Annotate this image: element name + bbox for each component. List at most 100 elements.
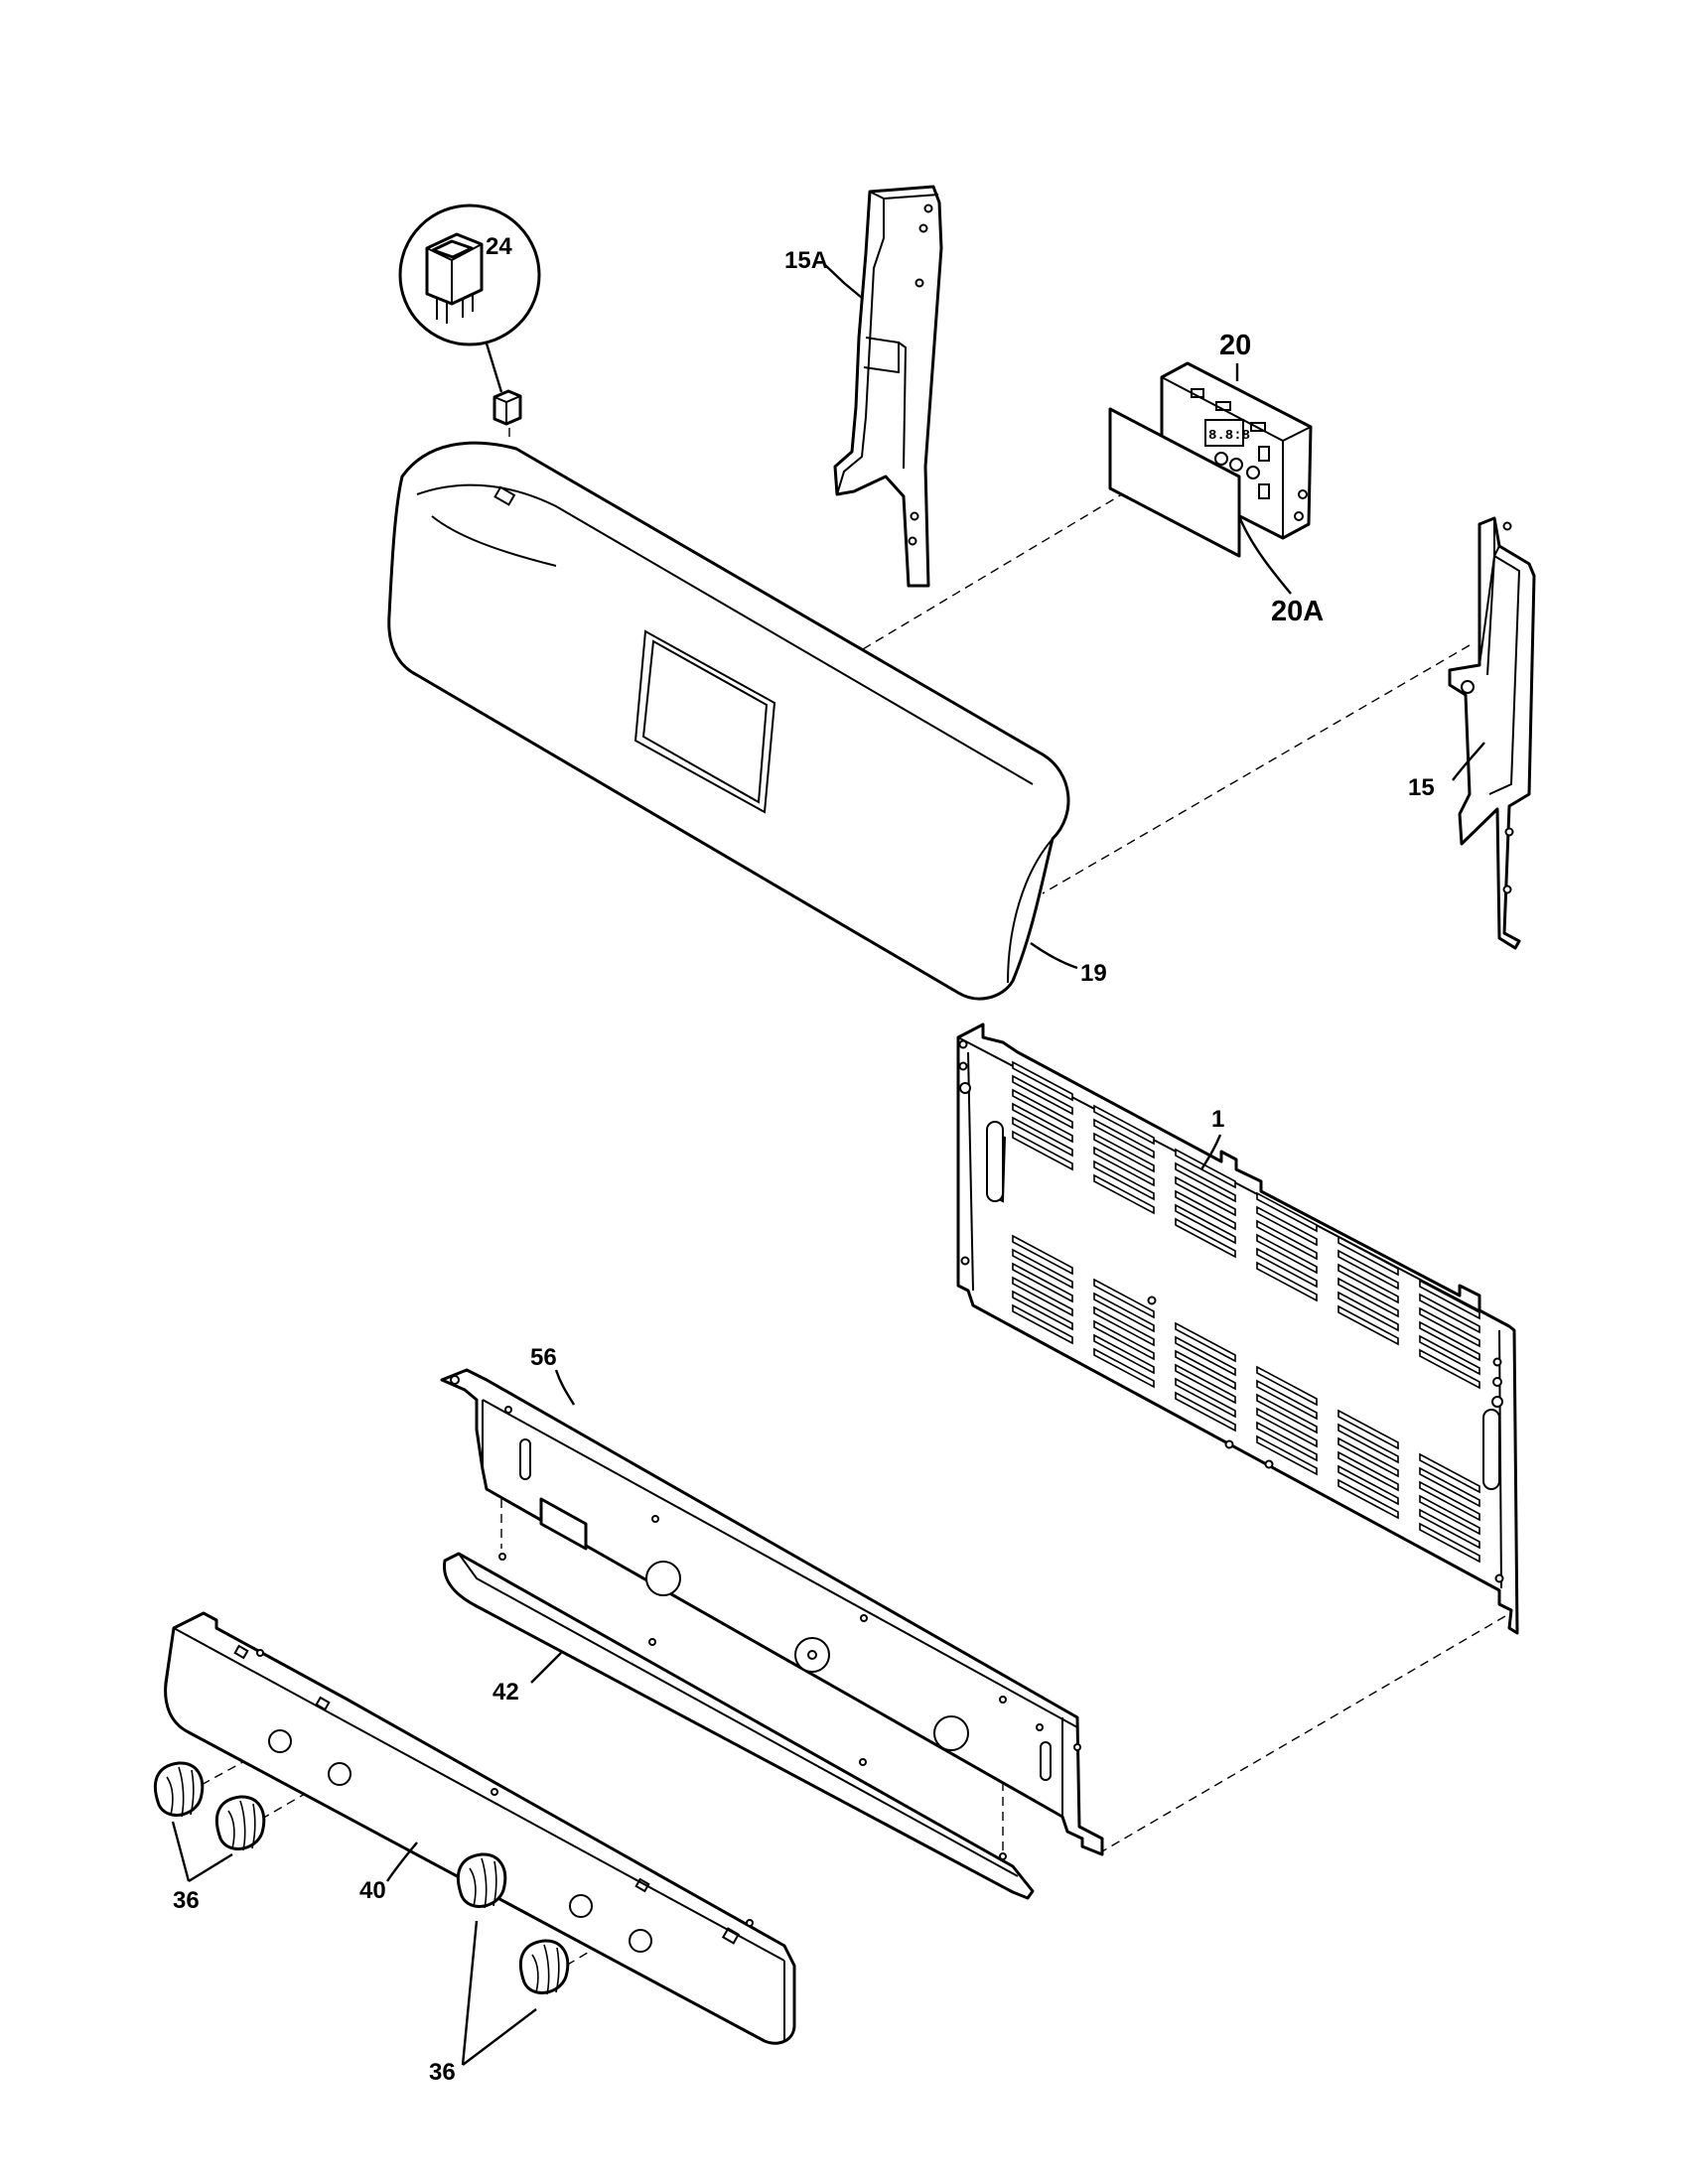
louver-slot xyxy=(1012,1262,1073,1303)
louver-slot xyxy=(1419,1508,1480,1550)
louver-slot xyxy=(1256,1407,1318,1448)
louver-slot xyxy=(1175,1203,1236,1245)
callout-19: 19 xyxy=(1080,960,1107,987)
louver-slot xyxy=(1337,1464,1399,1506)
callout-20A: 20A xyxy=(1271,596,1324,627)
louver-slot xyxy=(1012,1130,1073,1171)
louver-slot xyxy=(1419,1494,1480,1536)
louver-slot xyxy=(1337,1277,1399,1318)
manifold-panel-part-40 xyxy=(164,1611,796,2045)
backguard-panel-part-19 xyxy=(387,441,1070,1001)
louver-slot xyxy=(1012,1303,1073,1345)
louver-slot xyxy=(1256,1191,1318,1233)
callout-15A: 15A xyxy=(784,247,828,274)
louver-slot xyxy=(1012,1234,1073,1276)
louver-slot xyxy=(1175,1217,1236,1259)
louver-slot xyxy=(1093,1118,1155,1160)
svg-text:8.8:8: 8.8:8 xyxy=(1208,428,1250,444)
louver-slot xyxy=(1337,1235,1399,1277)
louver-slot xyxy=(1175,1391,1236,1433)
louver-slot xyxy=(1012,1060,1073,1102)
callout-labels: 24 15A 20 20A 15 19 1 56 42 40 36 36 xyxy=(173,233,1435,2086)
louver-slot xyxy=(1175,1349,1236,1391)
louver-slot xyxy=(1419,1522,1480,1564)
louver-slot xyxy=(1337,1263,1399,1304)
callout-1: 1 xyxy=(1211,1106,1224,1133)
trim-strip-part-42 xyxy=(442,1552,1035,1900)
louver-slot xyxy=(1093,1104,1155,1146)
louver-slot xyxy=(1093,1347,1155,1389)
louver-slot xyxy=(1256,1219,1318,1261)
louver-slot xyxy=(1012,1074,1073,1116)
louver-slot xyxy=(1175,1189,1236,1231)
louver-slot xyxy=(1093,1305,1155,1347)
control-overlay-part-20A xyxy=(1108,407,1241,558)
louver-slot xyxy=(1175,1335,1236,1377)
louver-slot xyxy=(1256,1233,1318,1275)
louver-slot xyxy=(1012,1088,1073,1130)
louver-slot xyxy=(1175,1363,1236,1405)
louver-slot xyxy=(1093,1333,1155,1375)
leader-lines xyxy=(171,263,1485,2066)
callout-36-bottom: 36 xyxy=(429,2059,456,2086)
louver-slot xyxy=(1093,1132,1155,1173)
louver-slot xyxy=(1419,1466,1480,1508)
louver-slot xyxy=(1256,1261,1318,1302)
louver-slot xyxy=(1175,1175,1236,1217)
side-bracket-part-15A xyxy=(833,185,943,588)
louver-slot xyxy=(1256,1247,1318,1289)
knob-part-36-b xyxy=(214,1795,266,1851)
louver-slot xyxy=(1419,1452,1480,1494)
louver-slot xyxy=(1337,1478,1399,1520)
back-panel-part-1 xyxy=(956,1023,1519,1635)
callout-42: 42 xyxy=(492,1679,519,1706)
callout-40: 40 xyxy=(359,1877,386,1904)
louver-slot xyxy=(1337,1450,1399,1492)
louver-slot xyxy=(1012,1116,1073,1158)
knob-part-36-d xyxy=(518,1939,570,1995)
louver-slot xyxy=(1419,1293,1480,1334)
louver-slot xyxy=(1337,1249,1399,1291)
louver-slot xyxy=(1093,1146,1155,1187)
louver-slot xyxy=(1337,1409,1399,1450)
louver-slot xyxy=(1337,1436,1399,1478)
louver-slot xyxy=(1256,1393,1318,1434)
louver-slot xyxy=(1256,1365,1318,1407)
louver-slot xyxy=(1012,1276,1073,1317)
louver-slot xyxy=(1419,1480,1480,1522)
louver-slot xyxy=(1419,1279,1480,1320)
louver-slot xyxy=(1093,1319,1155,1361)
knob-part-36-c xyxy=(456,1852,507,1909)
callout-24: 24 xyxy=(486,233,512,260)
louver-slot xyxy=(1012,1248,1073,1290)
louver-slot xyxy=(1175,1148,1236,1189)
louver-slot xyxy=(1337,1304,1399,1346)
callout-56: 56 xyxy=(530,1344,557,1371)
knob-part-36-a xyxy=(153,1761,205,1818)
louver-slot xyxy=(1419,1306,1480,1348)
control-bracket-part-56 xyxy=(440,1368,1104,1856)
louver-slot xyxy=(1175,1377,1236,1419)
louver-slot xyxy=(1337,1291,1399,1332)
louver-slot xyxy=(1093,1292,1155,1333)
louver-slot xyxy=(1256,1205,1318,1247)
louver-group-upper xyxy=(1012,1060,1480,1390)
louver-slot xyxy=(1419,1334,1480,1376)
louver-slot xyxy=(1175,1321,1236,1363)
louver-slot xyxy=(1419,1348,1480,1390)
louver-slot xyxy=(1093,1160,1155,1201)
rocker-switch-part-24 xyxy=(398,204,541,426)
louver-slot xyxy=(1256,1379,1318,1421)
louver-slot xyxy=(1256,1421,1318,1462)
callout-36-left: 36 xyxy=(173,1887,200,1914)
callout-15: 15 xyxy=(1408,774,1435,801)
louver-slot xyxy=(1256,1434,1318,1476)
louver-slot xyxy=(1175,1161,1236,1203)
callout-20: 20 xyxy=(1219,330,1251,361)
louver-slot xyxy=(1012,1290,1073,1331)
louver-slot xyxy=(1012,1102,1073,1144)
louver-slot xyxy=(1093,1173,1155,1215)
louver-slot xyxy=(1093,1278,1155,1319)
louver-slot xyxy=(1337,1423,1399,1464)
